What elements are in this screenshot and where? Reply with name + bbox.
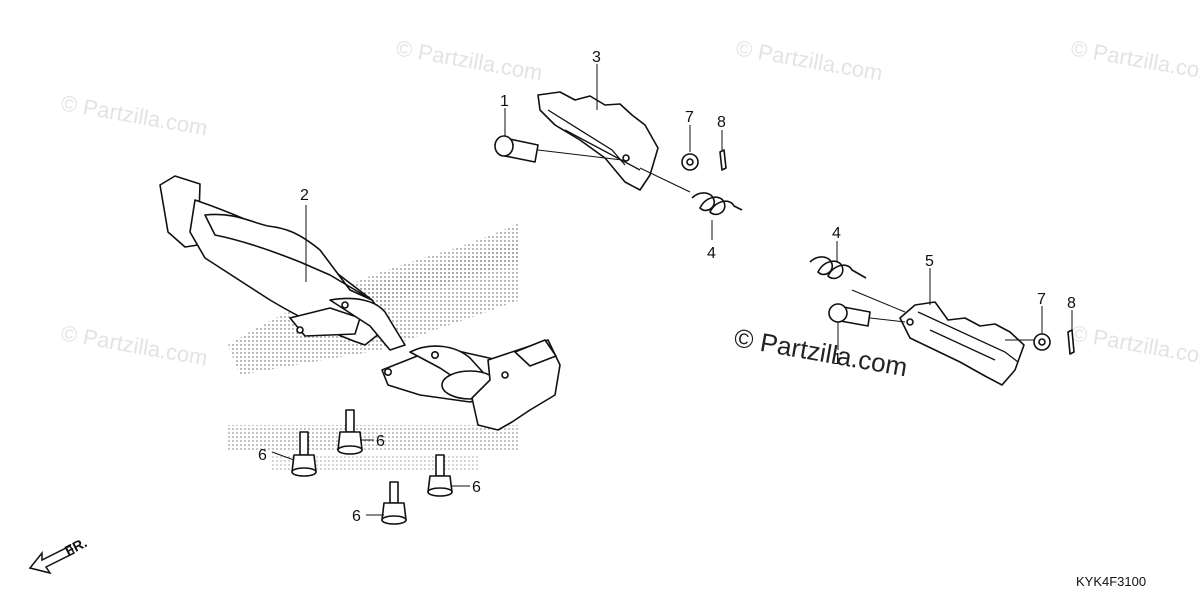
assembly-axis-line <box>851 289 906 313</box>
callout-6: 6 <box>376 433 385 450</box>
front-direction-indicator: FR. <box>28 534 89 575</box>
bolt-part <box>337 409 363 455</box>
callout-4: 4 <box>832 225 841 242</box>
watermark-text: © Partzilla.com <box>394 35 544 85</box>
callout-1: 1 <box>500 93 509 110</box>
front-arrow-icon <box>28 545 76 575</box>
watermark-text: © Partzilla.com <box>59 320 209 370</box>
washer-upper-part <box>681 153 699 171</box>
cotter-pin-lower-part <box>1067 329 1075 355</box>
callout-8: 8 <box>717 114 726 131</box>
spring-upper-part <box>691 192 743 216</box>
callout-4: 4 <box>707 245 716 262</box>
callout-6: 6 <box>352 508 361 525</box>
callout-5: 5 <box>925 253 934 270</box>
callout-labels: 2 1 3 7 8 4 4 5 1 7 8 6 6 6 6 <box>258 49 1076 525</box>
callout-1: 1 <box>833 351 842 368</box>
callout-3: 3 <box>592 49 601 66</box>
drawing-code: KYK4F3100 <box>1076 574 1146 589</box>
bolt-part <box>291 431 317 477</box>
callout-8: 8 <box>1067 295 1076 312</box>
cotter-pin-upper-part <box>719 149 727 171</box>
leader-lines <box>271 64 1073 516</box>
callout-7: 7 <box>1037 291 1046 308</box>
assembly-axis-line <box>537 149 623 161</box>
watermark-text: © Partzilla.com <box>1069 35 1200 85</box>
clevis-pin-lower-part <box>828 303 871 327</box>
assembly-axis-line <box>869 317 906 323</box>
bolt-part <box>427 454 453 497</box>
callout-6: 6 <box>258 447 267 464</box>
footpeg-lower-part <box>899 301 1025 386</box>
callout-7: 7 <box>685 109 694 126</box>
clevis-pin-upper-part <box>494 135 539 163</box>
watermark-text: © Partzilla.com <box>59 90 209 140</box>
bolt-part <box>381 481 407 525</box>
watermark-text: © Partzilla.com <box>1069 320 1200 370</box>
spring-lower-part <box>809 256 867 280</box>
step-bar-part <box>159 175 561 431</box>
callout-2: 2 <box>300 187 309 204</box>
watermark-text: © Partzilla.com <box>734 35 884 85</box>
footpeg-upper-part <box>537 91 659 191</box>
washer-lower-part <box>1033 333 1051 351</box>
watermark-main-text: © Partzilla.com <box>732 322 910 382</box>
callout-6: 6 <box>472 479 481 496</box>
watermark-group: © Partzilla.com © Partzilla.com © Partzi… <box>59 35 1200 370</box>
assembly-axis-line <box>639 167 691 193</box>
